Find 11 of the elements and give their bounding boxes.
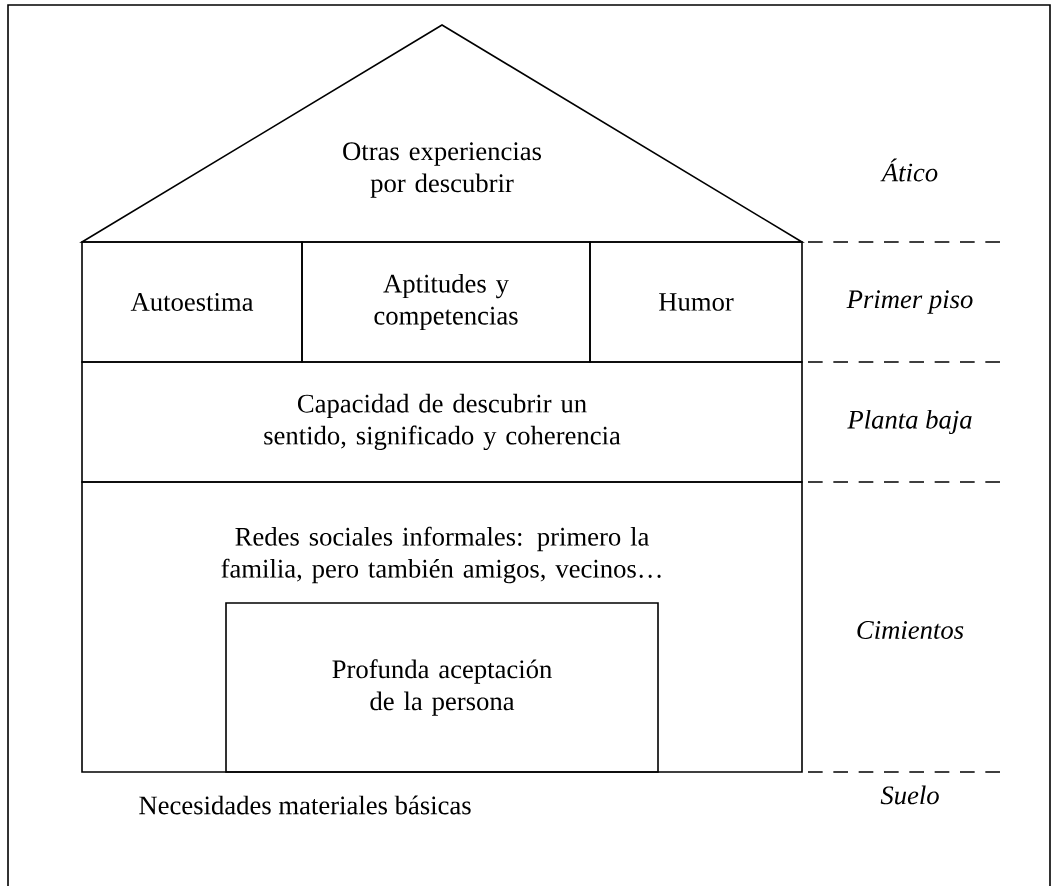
text-box: Autoestima bbox=[81, 241, 303, 363]
floor-label: Cimientos bbox=[857, 621, 964, 639]
floor-label: Suelo bbox=[880, 785, 939, 805]
floor-label: Ático bbox=[880, 158, 938, 182]
text-box: Profunda aceptación de la persona bbox=[225, 602, 659, 773]
floor-label: Primer piso bbox=[846, 290, 973, 314]
text-box: Aptitudes y competencias bbox=[301, 241, 591, 363]
text-box: Humor bbox=[589, 241, 803, 363]
floor-label: Planta baja bbox=[847, 409, 972, 435]
ground-label: Necesidades materiales básicas bbox=[139, 795, 471, 815]
text-box: Capacidad de descubrir un sentido, significado y coherencia bbox=[81, 361, 803, 483]
